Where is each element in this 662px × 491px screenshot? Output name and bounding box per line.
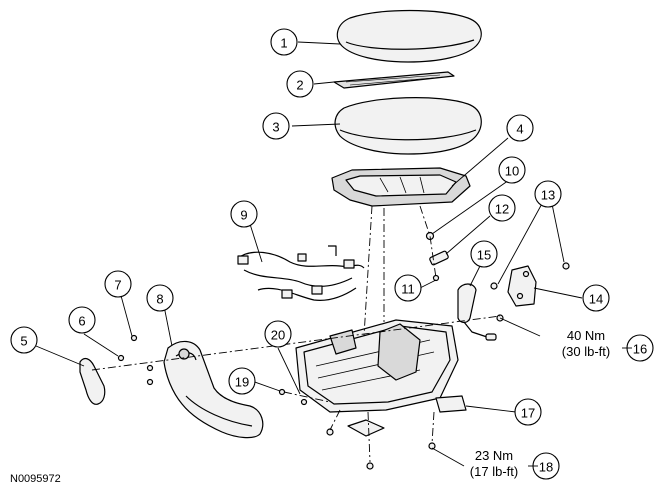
torque-lbft-16: (30 lb-ft) [562,344,610,359]
figure-id: N0095972 [10,473,61,485]
seat-cushion-cover [336,9,482,63]
retainer-clip [425,231,435,241]
callout-5: 5 [10,326,38,354]
callout-circle [230,200,258,228]
callout-7: 7 [104,270,132,298]
callout-circle [262,112,290,140]
callout-circle [534,180,562,208]
callout-8: 8 [146,284,174,312]
callout-3: 3 [262,112,290,140]
callout-number: 7 [114,278,121,293]
callout-12: 12 [488,194,516,222]
torque-nm-18: 23 Nm [475,448,513,463]
callout-number: 4 [516,122,523,137]
callout-circle [498,156,526,184]
callout-number: 17 [521,406,535,421]
leader-lines [35,41,583,467]
callout-15: 15 [470,240,498,268]
callout-number: 18 [539,460,553,475]
side-trim-cover [79,357,106,405]
callout-circle [506,114,534,142]
callout-number: 1 [280,36,287,51]
seat-cushion-foam [334,97,482,155]
callout-number: 10 [505,164,519,179]
seat-belt-buckle [457,283,497,341]
callout-2: 2 [286,70,314,98]
callout-number: 15 [477,248,491,263]
callout-circle [514,398,542,426]
callout-16: 16 [626,334,654,362]
guide-pin [432,274,440,282]
bolts-13 [490,262,570,290]
assembly-lines [91,205,501,463]
torque-lbft-18: (17 lb-ft) [470,464,518,479]
torque-spec-18: 23 Nm (17 lb-ft) [470,448,538,479]
callout-18: 18 [532,452,560,480]
callout-circle [68,306,96,334]
callout-10: 10 [498,156,526,184]
callout-number: 9 [240,208,247,223]
callout-circle [286,70,314,98]
seat-track-assembly [295,319,467,437]
callout-circle [270,28,298,56]
callout-number: 5 [20,334,27,349]
torque-spec-16: 40 Nm (30 lb-ft) [562,328,632,359]
sensor-module [429,250,449,266]
seat-cushion-frame [331,167,471,207]
callout-number: 19 [235,375,249,390]
wiring-harness [237,245,365,301]
callout-number: 20 [271,328,285,343]
track-fasteners [278,388,436,470]
side-shield [163,340,264,439]
callout-9: 9 [230,200,258,228]
callout-number: 3 [272,120,279,135]
callout-circle [488,194,516,222]
callout-number: 11 [401,282,415,297]
callout-1: 1 [270,28,298,56]
callout-19: 19 [228,367,256,395]
callout-20: 20 [264,320,292,348]
callout-number: 6 [78,314,85,329]
side-shield-bolts [117,334,154,386]
callout-17: 17 [514,398,542,426]
callout-number: 13 [541,188,555,203]
callout-number: 16 [633,342,647,357]
callout-14: 14 [582,284,610,312]
callout-circle [146,284,174,312]
callout-number: 2 [296,78,303,93]
callout-circle [10,326,38,354]
callout-number: 14 [589,292,603,307]
callout-circle [264,320,292,348]
callout-number: 12 [495,202,509,217]
callout-circle [104,270,132,298]
callout-circle [582,284,610,312]
callout-circle [394,274,422,302]
callout-6: 6 [68,306,96,334]
callout-11: 11 [394,274,422,302]
callout-circle [228,367,256,395]
mounting-bracket [507,265,537,307]
callout-number: 8 [156,292,163,307]
callout-13: 13 [534,180,562,208]
callout-circle [470,240,498,268]
callout-4: 4 [506,114,534,142]
seat-pad [333,71,455,89]
torque-nm-16: 40 Nm [567,328,605,343]
